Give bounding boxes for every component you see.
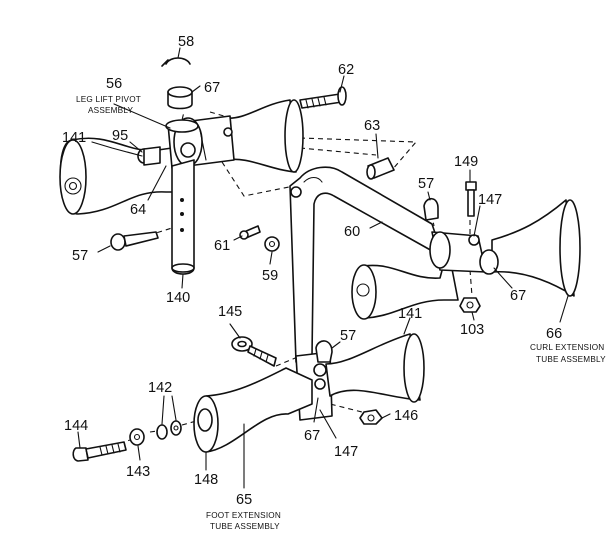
label-64: 64 (130, 202, 146, 218)
label-144: 144 (64, 418, 88, 434)
part-number-labels: 58 56 67 62 141 95 64 63 149 57 147 60 5… (62, 34, 562, 508)
clip-58 (161, 57, 191, 67)
curl-extension-pad-left-141 (351, 247, 459, 320)
label-61: 61 (214, 238, 230, 254)
leader-lines (77, 47, 569, 489)
caption-leg-lift-line1: LEG LIFT PIVOT (76, 95, 141, 104)
label-149: 149 (454, 154, 478, 170)
label-56: 56 (106, 76, 122, 92)
label-145: 145 (218, 304, 242, 320)
right-roller-pad-141 (225, 99, 304, 173)
pop-pin-57-mid (315, 340, 333, 363)
bolt-149 (465, 181, 477, 217)
caption-foot-line2: TUBE ASSEMBLY (210, 522, 280, 531)
caption-foot-line1: FOOT EXTENSION (206, 511, 281, 520)
label-67-bottom: 67 (304, 428, 320, 444)
label-59: 59 (262, 268, 278, 284)
label-63: 63 (364, 118, 380, 134)
label-147-bottom: 147 (334, 444, 358, 460)
label-57-mid: 57 (340, 328, 356, 344)
label-143: 143 (126, 464, 150, 480)
label-57-right: 57 (418, 176, 434, 192)
nut-146 (359, 409, 383, 425)
label-60: 60 (344, 224, 360, 240)
foot-extension-pad-left (193, 367, 313, 453)
spacer-63 (366, 157, 395, 180)
label-66: 66 (546, 326, 562, 342)
washer-59 (264, 236, 280, 252)
label-62: 62 (338, 62, 354, 78)
curl-extension-pad-right (491, 199, 581, 297)
pivot-housing-56 (165, 115, 235, 169)
label-141-mid: 141 (398, 306, 422, 322)
pop-pin-57-left (110, 231, 159, 251)
label-67-right: 67 (510, 288, 526, 304)
washer-143 (129, 428, 145, 446)
label-148: 148 (194, 472, 218, 488)
caption-leg-lift-line2: ASSEMBLY (88, 106, 133, 115)
label-142: 142 (148, 380, 172, 396)
label-95: 95 (112, 128, 128, 144)
plug-67-right (479, 249, 499, 275)
washers-142 (156, 420, 182, 440)
bolt-62 (299, 86, 347, 109)
curl-extension-tube (429, 231, 487, 273)
bolt-95 (137, 146, 161, 166)
screw-61 (239, 225, 261, 240)
plug-67-top (167, 86, 193, 110)
label-141-left: 141 (62, 130, 86, 146)
label-103: 103 (460, 322, 484, 338)
pivot-tube-140 (171, 159, 195, 275)
label-146: 146 (394, 408, 418, 424)
bolt-144 (72, 441, 127, 462)
label-140: 140 (166, 290, 190, 306)
pop-pin-57-right (423, 197, 439, 221)
eye-bolt-145 (231, 336, 277, 367)
label-147-right: 147 (478, 192, 502, 208)
caption-curl-line1: CURL EXTENSION (530, 343, 604, 352)
label-57-left: 57 (72, 248, 88, 264)
assembly-captions: LEG LIFT PIVOT ASSEMBLY CURL EXTENSION T… (76, 95, 606, 531)
caption-curl-line2: TUBE ASSEMBLY (536, 355, 606, 364)
label-58: 58 (178, 34, 194, 50)
label-67-top: 67 (204, 80, 220, 96)
label-65: 65 (236, 492, 252, 508)
nut-103 (459, 297, 481, 313)
foot-extension-pad-right-141 (325, 333, 425, 403)
